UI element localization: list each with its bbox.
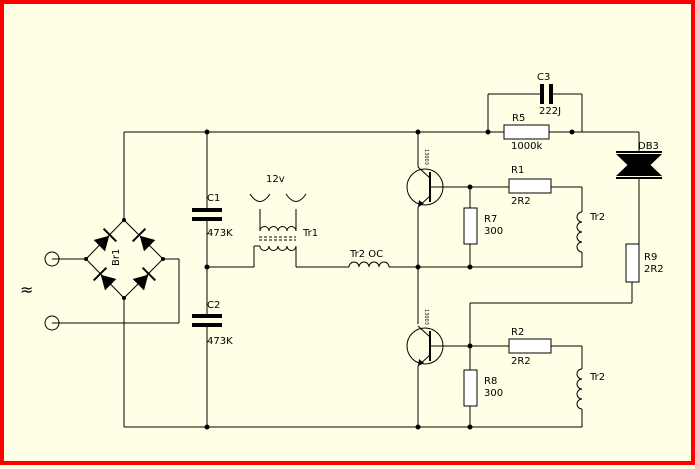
upper-transistor-marking: 13003 <box>423 149 429 165</box>
ac-symbol: ≈ <box>20 280 33 299</box>
c1-value: 473K <box>207 228 233 239</box>
r9-value: 2R2 <box>644 264 664 275</box>
tr1-label: Tr1 <box>302 228 318 239</box>
r1-value: 2R2 <box>511 196 531 207</box>
schematic: ≈ Br1 <box>20 72 664 430</box>
diode-icon <box>92 266 117 291</box>
bridge-label: Br1 <box>111 249 122 266</box>
r8-value: 300 <box>484 388 503 399</box>
r5-label: R5 <box>512 113 525 124</box>
c3-r5-network: C3 222J R5 1000k <box>485 72 583 152</box>
upper-winding-label: Tr2 <box>589 212 605 223</box>
inductor-label: Tr2 OC <box>349 249 383 260</box>
upper-base-network: R1 2R2 R7 300 Tr2 <box>448 165 605 267</box>
r8-label: R8 <box>484 376 497 387</box>
upper-transistor: 13003 <box>406 129 448 267</box>
r1-label: R1 <box>511 165 524 176</box>
transformer-tr1: 12v Tr1 <box>207 174 349 268</box>
r9-resistor: R9 2R2 <box>469 243 664 346</box>
lower-base-network: R2 2R2 R8 300 Tr2 <box>463 327 605 430</box>
diode-icon <box>132 266 157 291</box>
capacitor-divider: C1 473K C2 473K <box>192 129 233 430</box>
inductor-tr2-oc: Tr2 OC <box>348 249 582 270</box>
c3-label: C3 <box>537 72 550 83</box>
ac-input: ≈ <box>20 251 180 331</box>
diode-icon <box>131 227 156 252</box>
db3-label: DB3 <box>638 141 659 152</box>
c3-value: 222J <box>539 106 561 117</box>
r9-label: R9 <box>644 252 657 263</box>
r7-label: R7 <box>484 214 497 225</box>
diac-db3: DB3 <box>616 132 662 244</box>
lower-transistor: 13003 <box>406 267 470 430</box>
c1-label: C1 <box>207 193 220 204</box>
tr1-secondary-voltage: 12v <box>266 174 285 185</box>
r2-value: 2R2 <box>511 356 531 367</box>
lower-winding-label: Tr2 <box>589 372 605 383</box>
diode-icon <box>93 227 118 252</box>
c2-label: C2 <box>207 300 220 311</box>
r5-value: 1000k <box>511 141 542 152</box>
r7-value: 300 <box>484 226 503 237</box>
lower-transistor-marking: 13003 <box>423 309 429 325</box>
bridge-rectifier: Br1 <box>84 132 165 427</box>
c2-value: 473K <box>207 336 233 347</box>
r2-label: R2 <box>511 327 524 338</box>
